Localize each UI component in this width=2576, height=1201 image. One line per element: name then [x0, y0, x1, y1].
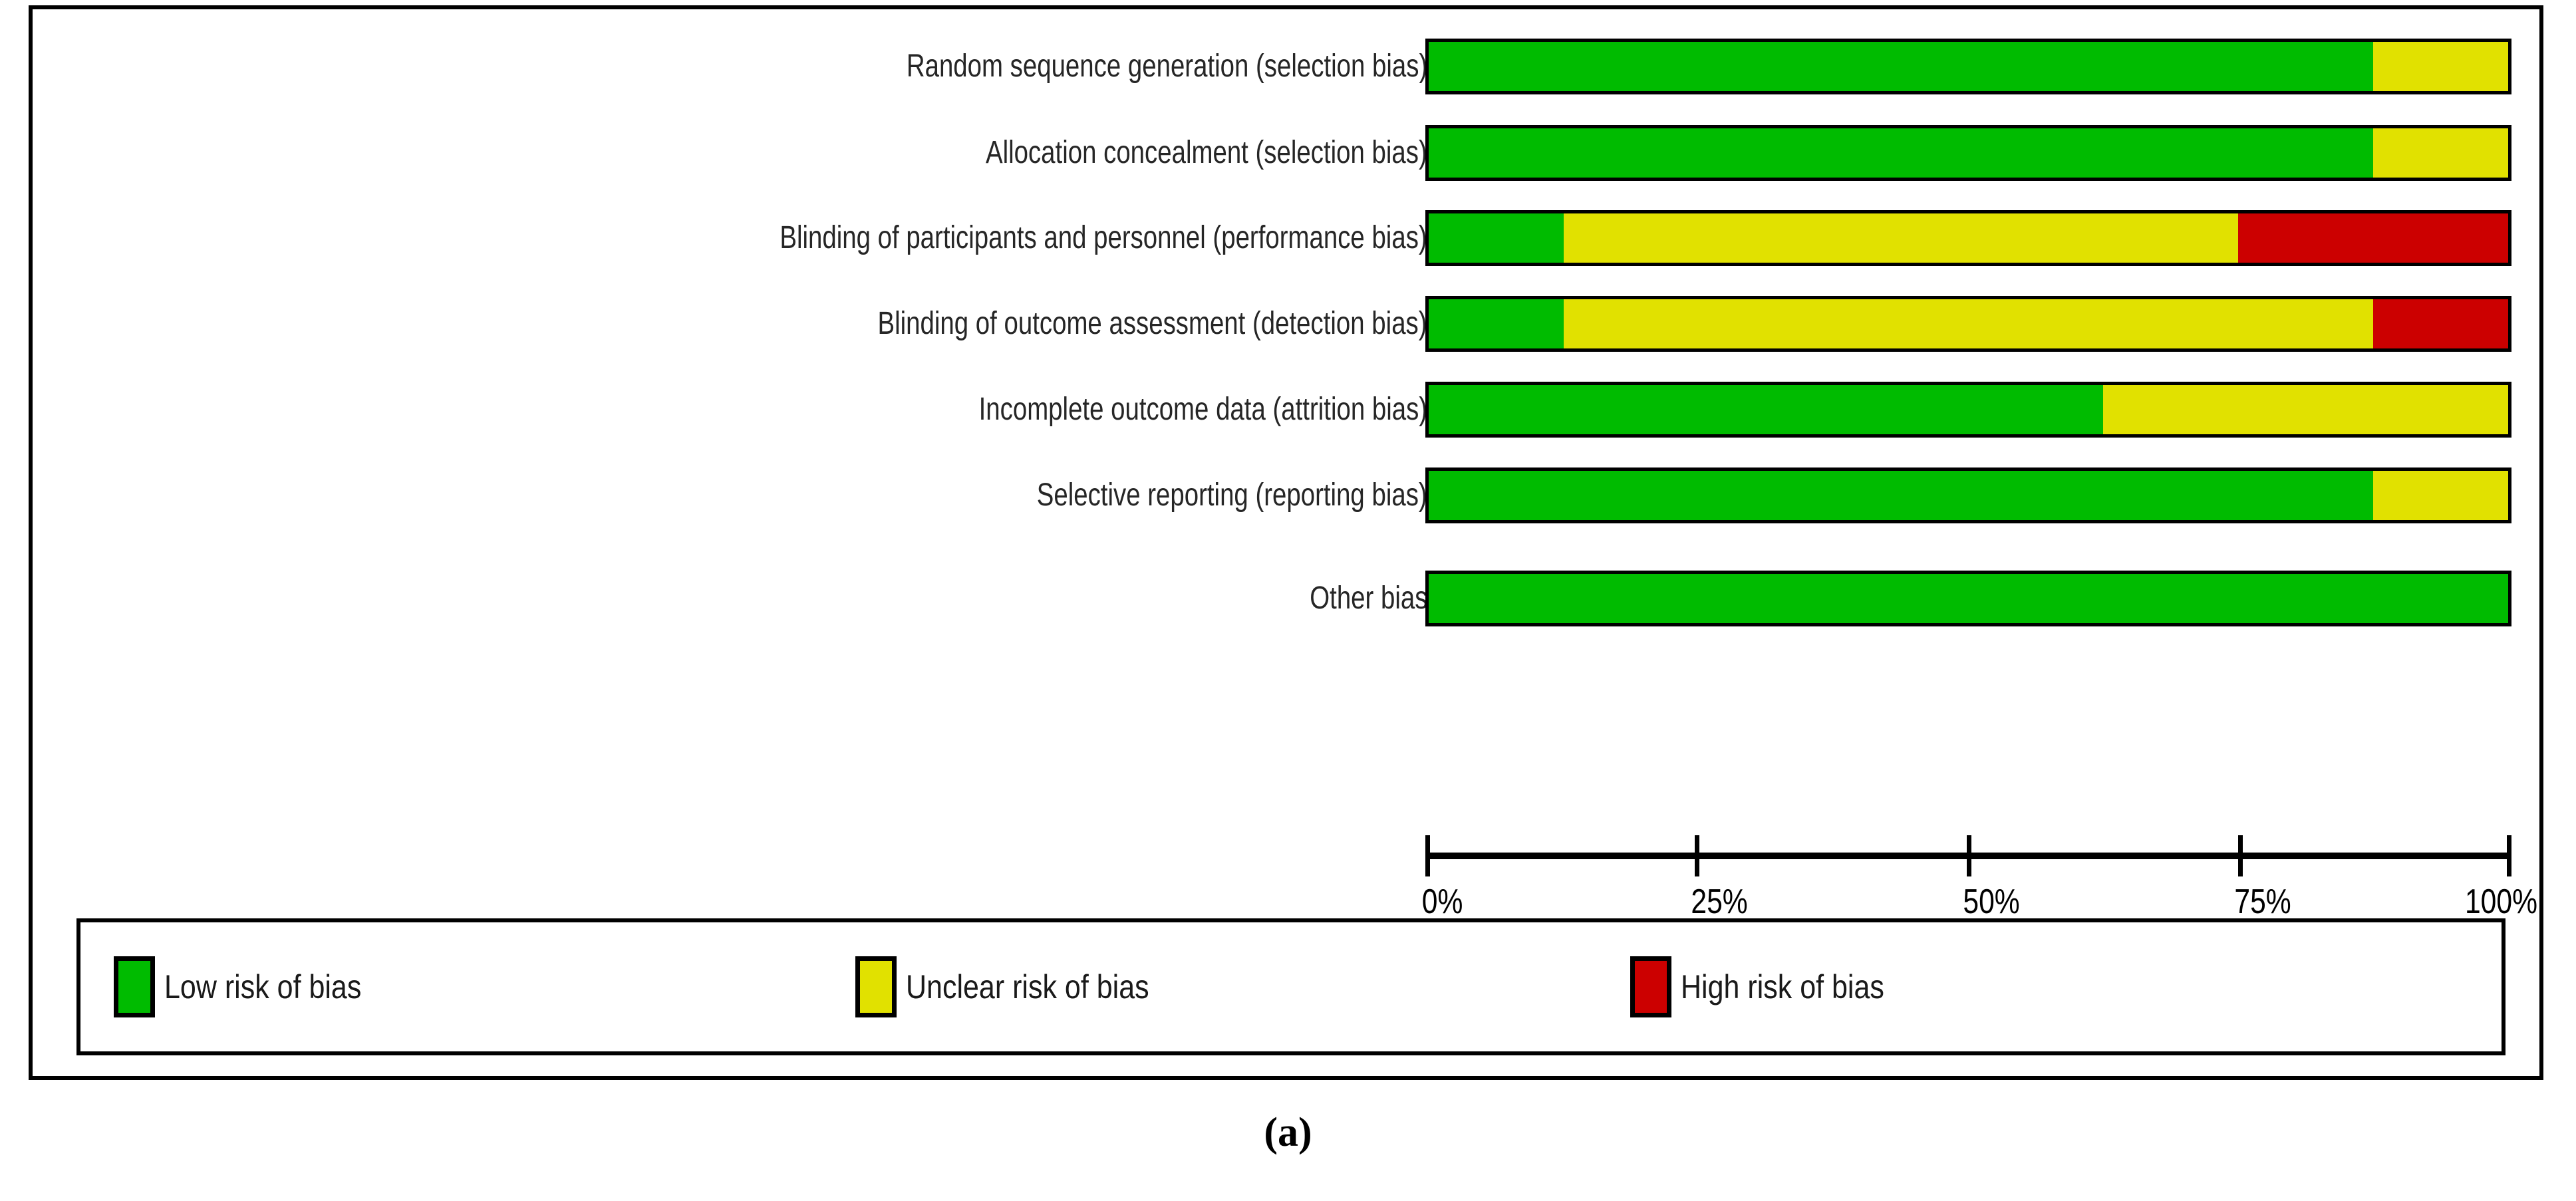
risk-row-label: Random sequence generation (selection bi… — [906, 49, 1427, 84]
risk-row: Blinding of outcome assessment (detectio… — [33, 289, 2547, 358]
figure-caption: (a) — [1264, 1110, 1312, 1155]
legend-swatch-high — [1630, 956, 1671, 1017]
legend-item: High risk of bias — [1630, 922, 1918, 1051]
bar-segment-unclear — [1563, 213, 2239, 263]
risk-row: Other bias — [33, 564, 2547, 633]
risk-row-label: Blinding of outcome assessment (detectio… — [877, 306, 1427, 341]
bar-segment-low — [1429, 213, 1564, 263]
bar-segment-unclear — [1563, 299, 2374, 348]
x-axis-tick-label: 0% — [1421, 882, 1463, 921]
bar-segment-low — [1429, 574, 2508, 623]
legend-label: High risk of bias — [1681, 968, 1884, 1005]
bar-segment-unclear — [2373, 128, 2508, 178]
legend-label: Unclear risk of bias — [906, 968, 1149, 1005]
risk-row-label: Other bias — [1309, 581, 1427, 616]
risk-row-bar — [1425, 125, 2511, 181]
risk-row-bar — [1425, 382, 2511, 438]
risk-row-bar — [1425, 467, 2511, 523]
bar-segment-low — [1429, 471, 2374, 520]
x-axis: 0% 25% 50% 75% 100% — [1422, 835, 2537, 921]
legend-item: Unclear risk of bias — [855, 922, 1189, 1051]
legend: Low risk of bias Unclear risk of bias High… — [76, 918, 2505, 1055]
risk-row-label: Blinding of participants and personnel (… — [780, 220, 1427, 255]
risk-row-bar — [1425, 39, 2511, 94]
risk-row-label: Incomplete outcome data (attrition bias) — [978, 392, 1427, 427]
x-axis-tick — [1966, 835, 1971, 876]
bar-segment-unclear — [2103, 385, 2508, 434]
risk-row: Random sequence generation (selection bi… — [33, 32, 2547, 101]
x-axis-tick-label: 100% — [2464, 882, 2538, 921]
legend-swatch-unclear — [855, 956, 897, 1017]
risk-of-bias-plot: Random sequence generation (selection bi… — [33, 9, 2547, 1084]
risk-row-bar — [1425, 571, 2511, 626]
bar-segment-unclear — [2373, 471, 2508, 520]
x-axis-tick — [2507, 835, 2511, 876]
risk-row: Incomplete outcome data (attrition bias) — [33, 375, 2547, 444]
bar-segment-high — [2373, 299, 2508, 348]
x-axis-tick-label: 25% — [1691, 882, 1748, 921]
legend-item: Low risk of bias — [114, 922, 394, 1051]
x-axis-tick — [2237, 835, 2243, 876]
bar-segment-low — [1429, 385, 2104, 434]
risk-row-bar — [1425, 210, 2511, 266]
risk-row: Selective reporting (reporting bias) — [33, 461, 2547, 530]
x-axis-tick-label: 50% — [1962, 882, 2020, 921]
legend-swatch-low — [114, 956, 155, 1017]
bar-segment-low — [1429, 128, 2374, 178]
bar-segment-low — [1429, 299, 1564, 348]
figure-outer-frame: Random sequence generation (selection bi… — [29, 5, 2543, 1080]
risk-row-bar — [1425, 296, 2511, 352]
x-axis-tick — [1425, 835, 1430, 876]
bar-segment-unclear — [2373, 42, 2508, 91]
x-axis-tick — [1695, 835, 1700, 876]
x-axis-tick-label: 75% — [2234, 882, 2291, 921]
risk-row: Allocation concealment (selection bias) — [33, 118, 2547, 188]
risk-row-label: Allocation concealment (selection bias) — [986, 135, 1427, 170]
bar-segment-low — [1429, 42, 2374, 91]
risk-row-label: Selective reporting (reporting bias) — [1037, 477, 1427, 513]
legend-label: Low risk of bias — [164, 968, 362, 1005]
risk-row: Blinding of participants and personnel (… — [33, 203, 2547, 273]
bar-segment-high — [2238, 213, 2508, 263]
